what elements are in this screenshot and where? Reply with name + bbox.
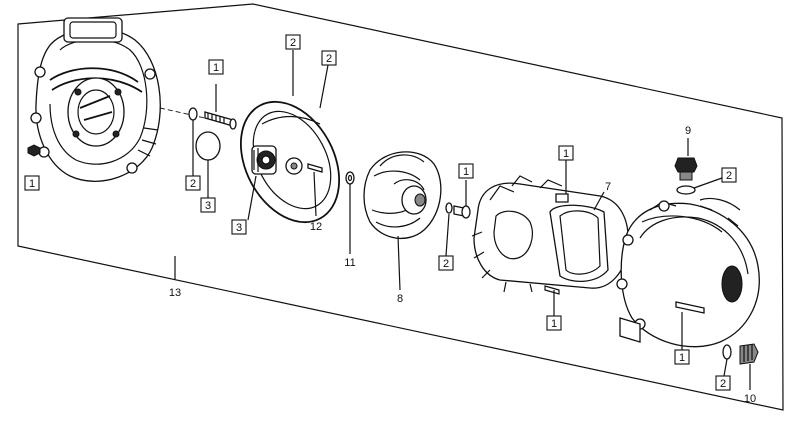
label-8: 8	[397, 293, 403, 305]
small-washer-part-2a	[188, 107, 198, 176]
svg-text:2: 2	[190, 178, 196, 190]
label-11: 11	[344, 257, 355, 269]
key-part-12	[307, 163, 323, 217]
callout-1-volute-top: 1	[558, 145, 574, 161]
front-cover	[616, 197, 760, 350]
label-13: 13	[169, 287, 181, 299]
bolt-part-1a	[159, 84, 237, 130]
assembly-outline	[17, 3, 784, 411]
svg-text:2: 2	[443, 258, 449, 270]
impeller-bolt-part-1b	[445, 180, 471, 257]
callout-1-bolt: 1	[208, 59, 224, 75]
svg-text:1: 1	[679, 352, 685, 364]
drain-plug-part-10	[722, 343, 759, 390]
callout-3-gasket: 3	[200, 197, 216, 213]
svg-text:1: 1	[29, 178, 35, 190]
svg-text:2: 2	[290, 37, 296, 49]
label-10: 10	[744, 393, 756, 405]
label-7: 7	[605, 181, 611, 193]
label-9: 9	[685, 125, 691, 137]
callout-2-impeller-washer: 2	[438, 255, 454, 271]
svg-text:2: 2	[726, 170, 732, 182]
svg-text:2: 2	[326, 53, 332, 65]
svg-text:3: 3	[236, 222, 242, 234]
label-12: 12	[310, 221, 322, 233]
svg-text:2: 2	[720, 378, 726, 390]
svg-text:1: 1	[563, 148, 569, 160]
callout-3-seal: 3	[231, 219, 247, 235]
callout-1-cover-bolt: 1	[674, 349, 690, 365]
callout-1-volute-bottom: 1	[546, 315, 562, 331]
large-o-ring-part-2	[239, 50, 341, 224]
mechanical-seal-part-3	[247, 145, 303, 221]
callout-2-o-ring-b: 2	[321, 50, 337, 66]
svg-text:1: 1	[213, 62, 219, 74]
callout-1-impeller-bolt: 1	[458, 163, 474, 179]
svg-text:3: 3	[205, 200, 211, 212]
washer-part-11	[345, 171, 355, 254]
callout-2-o-ring-a: 2	[285, 34, 301, 50]
svg-text:1: 1	[551, 318, 557, 330]
small-nut	[27, 144, 41, 157]
fill-plug-part-9	[674, 138, 723, 195]
callout-2-drain-washer: 2	[715, 375, 731, 391]
gasket-part-3a	[195, 131, 221, 198]
impeller-part-8	[363, 151, 442, 291]
callout-2-plug-ring: 2	[721, 167, 737, 183]
callout-1-rear-nut: 1	[24, 175, 40, 191]
svg-text:1: 1	[463, 166, 469, 178]
rear-casing	[30, 17, 161, 182]
callout-2-small-washer: 2	[185, 175, 201, 191]
